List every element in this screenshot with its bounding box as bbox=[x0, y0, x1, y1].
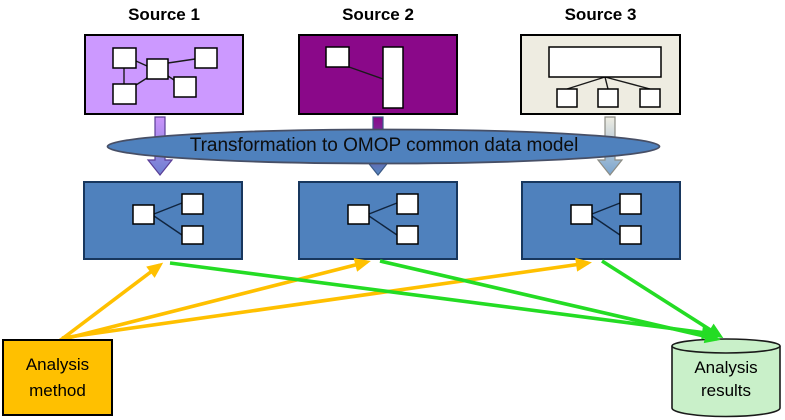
transformation-ellipse bbox=[106, 128, 661, 165]
transformation-label: Transformation to OMOP common data model bbox=[189, 135, 579, 156]
analysis-results-cylinder bbox=[671, 338, 781, 418]
cdm-box-1 bbox=[83, 181, 243, 260]
source-3-box bbox=[520, 34, 681, 115]
method-arrow-to-cdm-1 bbox=[56, 262, 164, 344]
source-1-schema-icon bbox=[112, 47, 218, 105]
source-1-box bbox=[84, 34, 244, 115]
analysis-method-box: Analysis method bbox=[2, 339, 113, 416]
source-2-title: Source 2 bbox=[342, 5, 414, 24]
source-2-schema-icon bbox=[325, 46, 404, 109]
cdm-box-2 bbox=[298, 181, 458, 260]
analysis-method-label: Analysis method bbox=[25, 354, 90, 400]
cdm-box-3 bbox=[521, 181, 681, 260]
results-arrow-from-cdm-1 bbox=[169, 261, 718, 340]
cdm-schema-icon-3 bbox=[570, 193, 642, 245]
results-arrow-from-cdm-3 bbox=[601, 259, 724, 339]
source-2-box bbox=[298, 34, 458, 115]
source-3-title: Source 3 bbox=[564, 5, 637, 24]
analysis-results-label: Analysis results bbox=[694, 358, 758, 400]
source-1-title: Source 1 bbox=[128, 5, 200, 24]
cdm-schema-icon-2 bbox=[347, 193, 419, 245]
source-3-schema-icon bbox=[548, 46, 662, 108]
cdm-schema-icon-1 bbox=[132, 193, 204, 245]
method-arrow-to-cdm-3 bbox=[61, 257, 592, 340]
method-arrow-to-cdm-2 bbox=[59, 258, 371, 342]
results-arrow-from-cdm-2 bbox=[379, 259, 721, 344]
